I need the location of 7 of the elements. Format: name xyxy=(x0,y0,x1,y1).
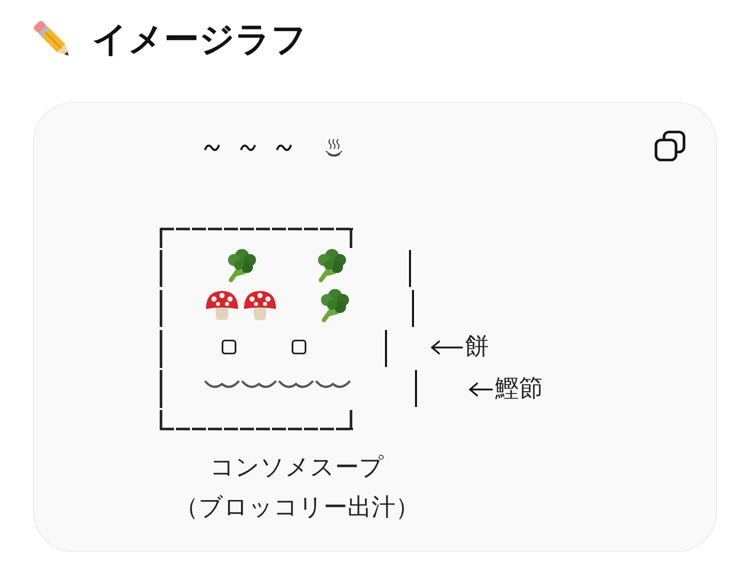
arrow xyxy=(431,340,463,354)
ingredient-label: 鰹節 xyxy=(495,376,543,401)
caption-text: コンソメスープ xyxy=(210,452,384,482)
page-title: イメージラフ xyxy=(92,19,307,62)
ingredient-label: 餅 xyxy=(465,334,489,359)
arrow xyxy=(469,382,493,396)
caption-text: （ブロッコリー出汁） xyxy=(174,492,420,522)
